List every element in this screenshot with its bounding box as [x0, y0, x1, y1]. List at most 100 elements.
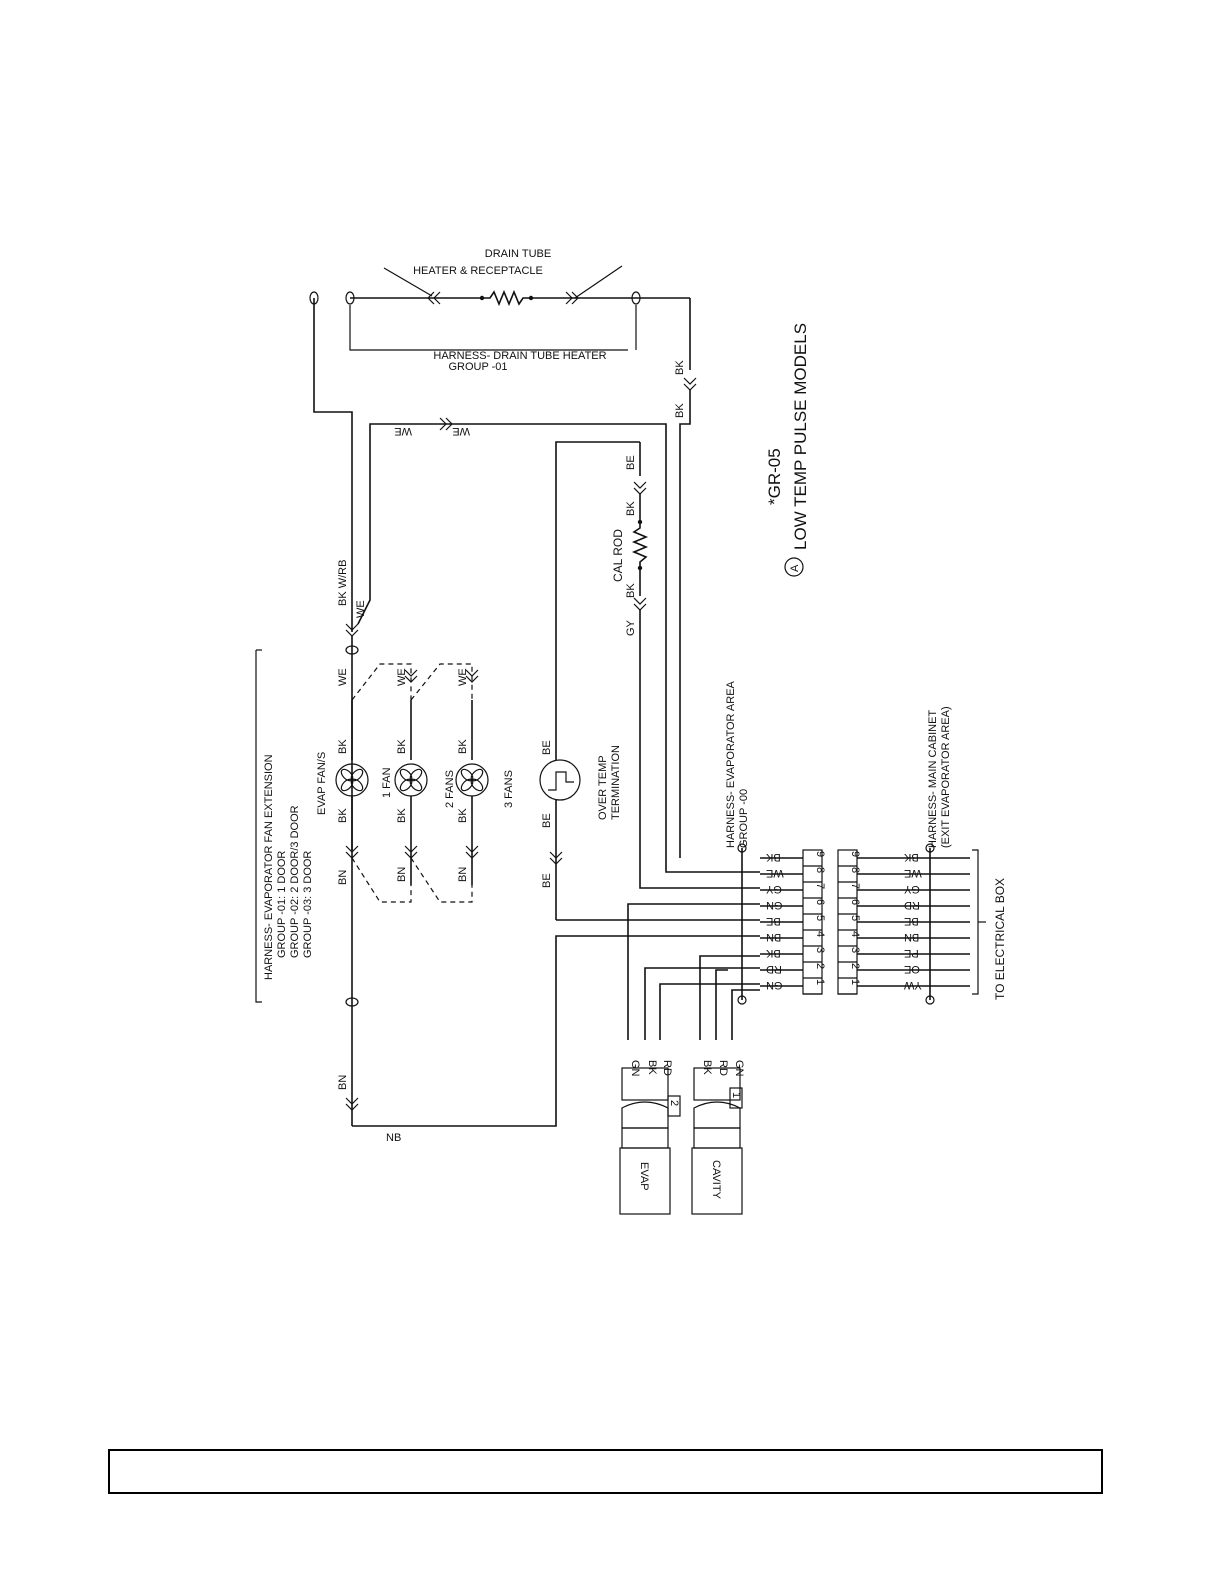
connector-b-pin: 3	[849, 947, 861, 953]
wire-label-bk: BK	[337, 808, 349, 823]
connector-a-pin: 9	[814, 851, 826, 857]
fan-2-label: 2 FANS	[444, 770, 456, 808]
wire-label-be: BE	[541, 740, 553, 755]
note-gr05: *GR-05	[765, 448, 784, 505]
connector-a-pin: 5	[814, 915, 826, 921]
wire-label-bk: BK	[396, 808, 408, 823]
wire-label-we: WE	[396, 668, 408, 686]
fan-1: BK BK WE 1 FAN	[335, 668, 393, 859]
connector-b-pin: 6	[849, 899, 861, 905]
connector-a-pin: 6	[814, 899, 826, 905]
fan-harness-group3: GROUP -03: 3 DOOR	[302, 851, 314, 958]
connector-a-pin: 3	[814, 947, 826, 953]
cal-rod: BE BK BK CAL ROD GY	[611, 442, 760, 889]
wire-label-be: BE	[541, 873, 553, 888]
evap-sensor-number: 2	[668, 1100, 680, 1106]
connector-a-wire-label: GY	[765, 883, 782, 895]
wire-label-be: BE	[625, 455, 637, 470]
footer-box	[108, 1449, 1103, 1494]
connector-b-wire-label: BE	[904, 915, 919, 927]
connector-b-pin: 8	[849, 867, 861, 873]
connector-b-pin: 9	[849, 851, 861, 857]
fan-3-label: 3 FANS	[503, 770, 515, 808]
connector-a-pin: 4	[814, 931, 826, 937]
connector-b-wire-label: OE	[904, 963, 920, 975]
cavity-sensor-number: 1	[730, 1092, 742, 1098]
wire-label-nb: NB	[386, 1132, 401, 1144]
note-circle-a: A	[789, 564, 801, 572]
connector-a-wire-label: GN	[766, 979, 783, 991]
connector-b-wire-label: BK	[903, 851, 918, 863]
evap-sensor-label: EVAP	[638, 1162, 650, 1191]
wire-label-bk: BK	[396, 739, 408, 754]
connector-a-pin: 8	[814, 867, 826, 873]
wire-label-we: WE	[355, 600, 367, 618]
fan-3: BK BK WE BN 3 FANS	[410, 663, 515, 903]
drain-tube-harness-2: GROUP -01	[448, 361, 507, 373]
wire-label-bk: BK	[674, 360, 686, 375]
fan-harness-title: HARNESS- EVAPORATOR FAN EXTENSION	[263, 754, 275, 980]
evap-harness-line-2: GROUP -00	[738, 789, 750, 848]
wire-label-bk: BK	[625, 501, 637, 516]
fan-1-label: 1 FAN	[381, 767, 393, 798]
connector-b-wire-label: BN	[904, 931, 919, 943]
wire-label-gy: GY	[625, 619, 637, 636]
sensor-cavity: BK RD GN 1 CAVITY	[691, 1060, 745, 1215]
wire-label-bn: BN	[337, 1075, 349, 1090]
connector-a-wire-label: BK	[765, 947, 780, 959]
wire-label-be: BE	[541, 813, 553, 828]
wire-label-we: WE	[457, 668, 469, 686]
connector-a-wire-label: RD	[766, 963, 782, 975]
we-run: WE WE WE	[355, 417, 760, 873]
wire-label-bn: BN	[337, 870, 349, 885]
sensor-wires	[627, 903, 760, 1040]
connector-a-wire-label: GN	[766, 899, 783, 911]
connector-a-wire-label: BE	[766, 915, 781, 927]
drain-tube-harness-1: HARNESS- DRAIN TUBE HEATER	[433, 350, 606, 362]
cal-rod-label: CAL ROD	[611, 529, 625, 582]
low-temp-note: *GR-05 A LOW TEMP PULSE MODELS	[765, 323, 810, 577]
wire-label-bk: BK	[625, 583, 637, 598]
drain-tube-title-1: DRAIN TUBE	[485, 248, 551, 260]
connector-b-pin: 4	[849, 931, 861, 937]
connector-b-pin: 5	[849, 915, 861, 921]
wire-label-bk: BK	[674, 403, 686, 418]
connector-b-wire-label: GY	[903, 883, 920, 895]
connector-b-wire-label: WE	[904, 867, 922, 879]
drain-tube-title-2: HEATER & RECEPTACLE	[413, 265, 543, 277]
connector-a-wire-label: WE	[766, 867, 784, 879]
to-electrical-box: TO ELECTRICAL BOX	[993, 878, 1007, 1000]
wire-label-we: WE	[337, 668, 349, 686]
connector-b-wire-label: RD	[904, 899, 920, 911]
connector-a-wire-label: BK	[765, 851, 780, 863]
fan-harness-group2: GROUP -02: 2 DOOR/3 DOOR	[289, 805, 301, 958]
wire-label-bn: BN	[457, 867, 469, 882]
evap-fans-label: EVAP FAN/S	[316, 752, 328, 815]
fans: BK BK WE 1 FAN BK BK WE BN 2 FANS	[335, 663, 515, 903]
connector-b-pin: 2	[849, 963, 861, 969]
over-temp-termination: BE BE BE OVER TEMP TERMINATION	[539, 441, 760, 921]
wire-label-bkwrb: BK W/RB	[337, 560, 349, 606]
connector-b-pin: 1	[849, 979, 861, 985]
left-run: BK W/RB BN BN NB	[309, 291, 760, 1144]
main-harness-line-1: HARNESS- MAIN CABINET	[927, 710, 939, 848]
fan-harness: HARNESS- EVAPORATOR FAN EXTENSION GROUP …	[255, 649, 328, 1003]
wire-label-bk: BK	[457, 808, 469, 823]
connector-a-wire-label: BN	[766, 931, 781, 943]
fan-harness-group1: GROUP -01: 1 DOOR	[276, 851, 288, 958]
wire-label-we: WE	[452, 425, 470, 437]
connector-b-pin: 7	[849, 883, 861, 889]
drain-tube-heater: DRAIN TUBE HEATER & RECEPTACLE HARNESS- …	[345, 248, 697, 858]
wire-label-bk: BK	[457, 739, 469, 754]
note-line2: LOW TEMP PULSE MODELS	[791, 323, 810, 550]
connector-b-wire-label: PE	[904, 947, 919, 959]
connector-a-pin: 7	[814, 883, 826, 889]
connector-a-pin: 1	[814, 979, 826, 985]
over-temp-line-1: OVER TEMP	[597, 755, 609, 820]
wire-label-bk: BK	[337, 739, 349, 754]
wire-label-bn: BN	[396, 867, 408, 882]
cavity-sensor-label: CAVITY	[710, 1160, 722, 1200]
evap-harness-line-1: HARNESS- EVAPORATOR AREA	[725, 680, 737, 848]
